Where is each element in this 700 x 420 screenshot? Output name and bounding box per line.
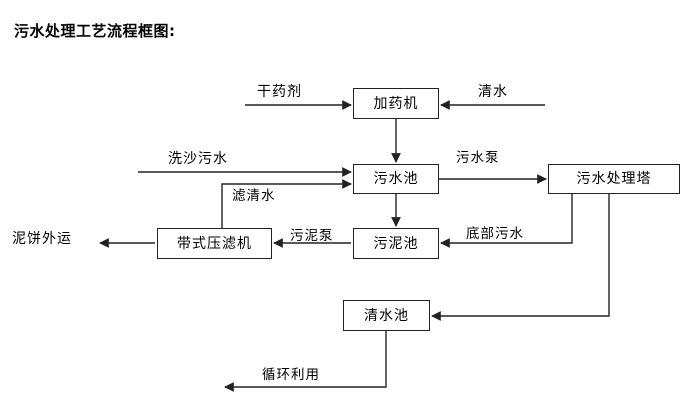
edge-label-wastewater-pump: 污水泵 bbox=[456, 150, 500, 166]
node-label: 加药机 bbox=[373, 95, 419, 112]
edge-tower-to-clear-water-pool bbox=[431, 194, 610, 321]
edge-label-bottom-wastewater: 底部污水 bbox=[466, 226, 524, 242]
node-label: 带式压滤机 bbox=[177, 235, 252, 252]
io-label-dry-chemical: 干药剂 bbox=[257, 84, 302, 100]
node-treatment-tower[interactable]: 污水处理塔 bbox=[548, 164, 680, 194]
io-label-clean-water: 清水 bbox=[478, 84, 508, 100]
node-label: 污水池 bbox=[373, 171, 419, 187]
page-title: 污水处理工艺流程框图: bbox=[14, 22, 176, 40]
node-clear-water-pool[interactable]: 清水池 bbox=[343, 300, 430, 331]
node-label: 污泥池 bbox=[373, 235, 419, 252]
node-dosing-machine[interactable]: 加药机 bbox=[353, 88, 439, 119]
io-label-sand-wash-wastewater: 洗沙污水 bbox=[168, 151, 228, 167]
node-sludge-pool[interactable]: 污泥池 bbox=[353, 228, 439, 259]
edge-tower-to-sludge-pool bbox=[440, 194, 573, 248]
edge-label-recycle-reuse: 循环利用 bbox=[262, 367, 320, 383]
edge-label-sludge-pump: 污泥泵 bbox=[290, 228, 334, 244]
node-label: 清水池 bbox=[364, 307, 409, 324]
node-wastewater-pool[interactable]: 污水池 bbox=[353, 164, 439, 194]
node-label: 污水处理塔 bbox=[576, 171, 652, 187]
node-belt-filter-press[interactable]: 带式压滤机 bbox=[157, 228, 272, 259]
io-label-mud-cake-transport: 泥饼外运 bbox=[12, 231, 72, 247]
edge-label-filtered-clear-water: 滤清水 bbox=[232, 188, 276, 204]
edge-clear-water-to-reuse bbox=[224, 331, 387, 392]
edge-filtered-to-wastewater-pool bbox=[221, 179, 352, 228]
